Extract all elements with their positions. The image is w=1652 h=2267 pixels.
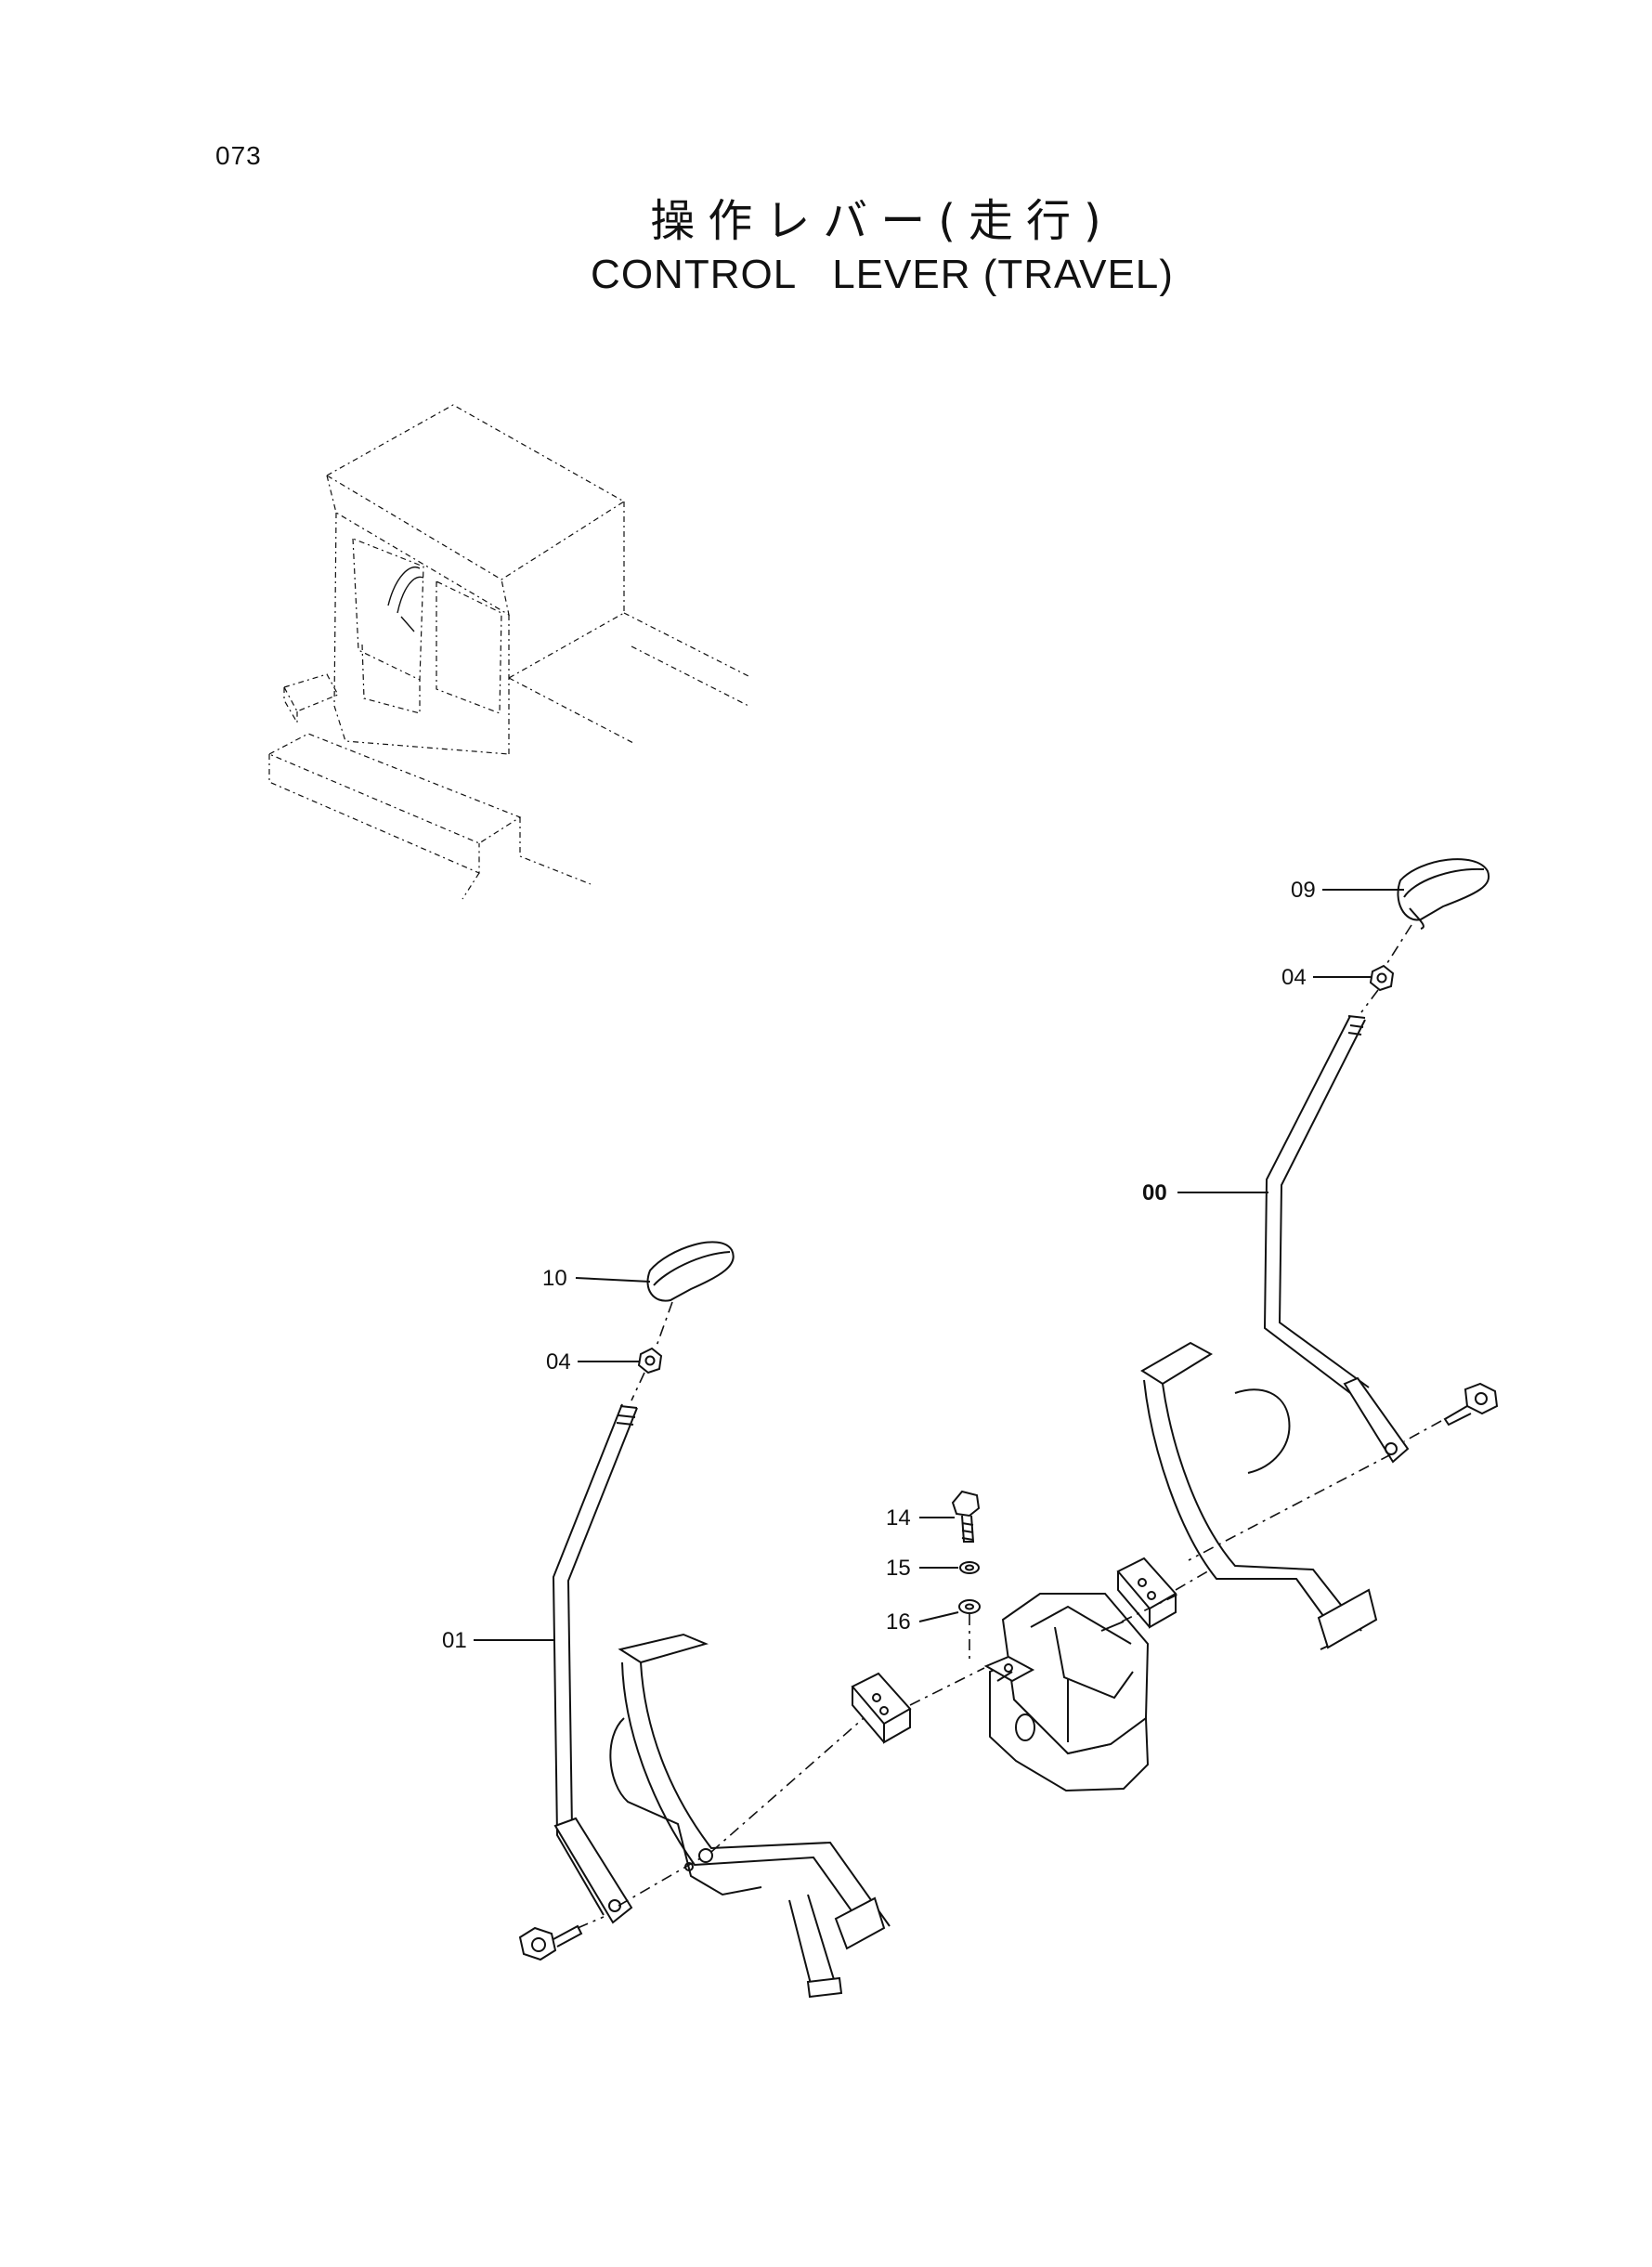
pilot-valve-body-icon: [983, 1593, 1150, 1792]
callout-04-right: 04: [1281, 965, 1307, 990]
nut-04-right-icon: [1369, 964, 1395, 992]
left-bracket-icon: [851, 1672, 912, 1744]
right-pedal-icon: [1140, 1341, 1378, 1650]
knob-10-icon: [646, 1241, 735, 1302]
spring-washer-15-icon: [959, 1561, 980, 1574]
title-block: 操作レバー(走行) CONTROL LEVER (TRAVEL): [520, 193, 1244, 301]
callout-04-left: 04: [546, 1349, 571, 1375]
callout-10: 10: [542, 1266, 567, 1291]
callout-01: 01: [442, 1628, 467, 1653]
bolt-left-icon: [518, 1924, 583, 1961]
callout-00: 00: [1142, 1180, 1167, 1205]
nut-04-left-icon: [637, 1347, 663, 1375]
left-pedal-icon: [609, 1633, 891, 1999]
callout-labels: 09 04 00 10 04 14 15 16 01: [442, 878, 1316, 1653]
lever-rod-01-icon: [552, 1403, 638, 1924]
left-travel-lever-assembly: [518, 1241, 891, 1999]
callout-15: 15: [886, 1556, 911, 1581]
pilot-valve-assembly: [851, 1490, 1212, 1792]
callout-leaders: [474, 889, 1404, 1641]
page-number: 073: [215, 141, 262, 170]
washer-16-icon: [958, 1599, 981, 1614]
cab-overview-illustration: [267, 404, 749, 900]
title-japanese: 操作レバー(走行): [650, 195, 1114, 247]
title-english: CONTROL LEVER (TRAVEL): [591, 252, 1174, 297]
bolt-14-icon: [951, 1490, 981, 1543]
callout-09: 09: [1291, 878, 1316, 903]
right-travel-lever-assembly: [1140, 858, 1499, 1650]
knob-09-icon: [1397, 858, 1490, 930]
callout-16: 16: [886, 1609, 911, 1635]
lever-rod-00-icon: [1263, 1015, 1410, 1464]
callout-14: 14: [886, 1505, 911, 1531]
bolt-right-icon: [1443, 1382, 1499, 1427]
right-bracket-icon: [1116, 1557, 1177, 1629]
